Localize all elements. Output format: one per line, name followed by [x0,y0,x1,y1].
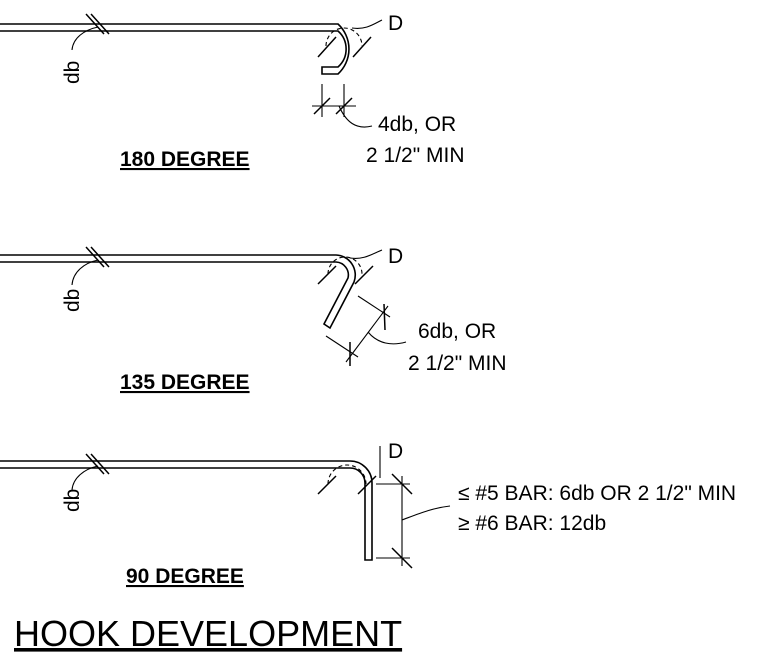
hook-135-bar [0,254,357,330]
extension-dimension [376,473,413,569]
extension-note-line-1: ≤ #5 BAR: 6db OR 2 1/2" MIN [458,482,736,505]
d-label: D [388,12,403,35]
hook-90-bar [0,460,373,561]
db-label: db [61,289,84,312]
d-leader [351,19,383,29]
db-leader [71,259,99,286]
extension-dimension [312,84,356,117]
extension-leader [401,505,451,521]
db-leader [71,465,99,491]
hook-90-caption: 90 DEGREE [126,565,244,588]
detail-title: HOOK DEVELOPMENT [14,613,402,654]
extension-dimension [325,295,391,366]
extension-note-line-1: 6db, OR [418,320,496,343]
bend-diameter-dashed-arc [327,464,367,485]
bar-diameter-tick [85,246,110,268]
hook-90-detail: db D ≤ #5 BAR: 6db OR 2 1/2" MIN ≥ #6 BA… [0,440,736,588]
hook-135-caption: 135 DEGREE [120,371,250,394]
extension-leader [338,105,373,128]
hook-135-detail: db D 6db, OR 2 1/2" MIN 135 DEGREE [0,245,507,394]
bar-diameter-tick [85,13,110,35]
db-label: db [61,61,84,84]
d-label: D [388,440,403,463]
db-leader [71,26,99,51]
bend-diameter-ticks [317,36,372,58]
db-label: db [61,489,84,512]
extension-note-line-1: 4db, OR [378,113,456,136]
extension-note-line-2: 2 1/2" MIN [408,352,507,375]
hook-180-bar [0,23,350,75]
bar-diameter-tick [85,453,110,475]
d-leader [349,249,383,259]
bend-diameter-ticks [317,265,374,285]
extension-note-line-2: 2 1/2" MIN [366,144,465,167]
hook-180-detail: db D 4db, OR 2 1/2" MIN 180 DEGREE [0,12,465,171]
bend-diameter-ticks [317,475,377,495]
hook-180-caption: 180 DEGREE [120,148,250,171]
extension-note-line-2: ≥ #6 BAR: 12db [458,512,606,535]
extension-leader [367,331,407,345]
d-label: D [388,245,403,268]
bend-diameter-dashed-arc [325,27,363,47]
